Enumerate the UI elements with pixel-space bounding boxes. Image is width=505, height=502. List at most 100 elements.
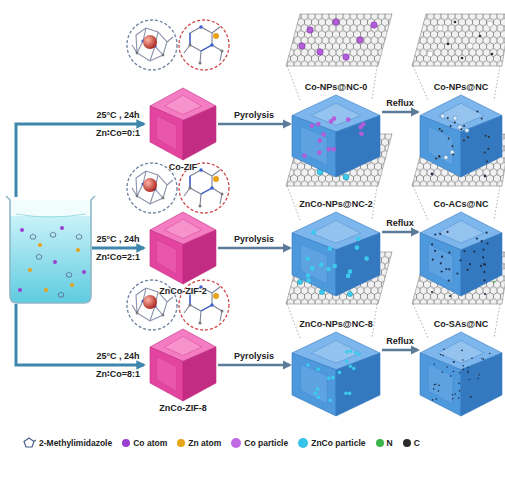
graphene-row [317,49,323,55]
graphene-row [447,43,450,46]
particle [359,132,364,137]
particle [486,232,488,234]
particle [463,369,465,371]
step-label: Reflux [386,218,414,229]
particle [460,259,462,261]
particle [345,360,349,364]
particle [478,378,480,380]
imidazole-icon [22,437,36,449]
graphene-row [487,21,493,27]
graphene-row [333,19,339,25]
beaker [10,200,91,216]
legend-text: ZnCo particle [311,438,365,448]
particle [463,139,465,141]
pore [458,125,462,129]
crystal-face [428,126,453,165]
particle [461,350,463,352]
particle [355,245,360,250]
graphene-row [461,57,464,60]
crystal-face [165,336,202,355]
particle [329,399,333,403]
legend-item: C [403,438,420,448]
particle [321,132,326,137]
particle [452,154,454,156]
crystal-face [336,116,380,178]
crystal-face [292,353,336,416]
pore [450,150,454,154]
particle [316,368,320,372]
particle [439,156,441,158]
precursor-dots [82,270,86,274]
particle [483,271,485,273]
particle [316,387,320,391]
crystal-face [165,219,202,238]
legend-swatch [122,439,130,447]
particle [448,138,450,140]
particle [327,377,331,381]
legend: 2-MethylimidazoleCo atomZn atomCo partic… [22,437,420,449]
particle [484,151,486,153]
particle [318,138,323,143]
step-label: Reflux [386,98,414,109]
particle [354,351,358,355]
particle [470,396,472,398]
crystal-node: ZnCo-NPs@NC-2 [292,212,380,296]
sample-label: ZnCo-ZIF-2 [159,286,207,297]
crystal-face [292,233,336,296]
step-label: Pyrolysis [234,234,274,245]
particle [467,269,469,271]
particle [346,274,351,279]
crystal-face [292,116,336,178]
crystal-node: Co-NPs@NC-0 [292,95,380,177]
particle [459,372,461,374]
crystal-node: ZnCo-ZIF-8 [150,329,216,401]
condition-label: 25°C , 24h [96,234,139,245]
crystal-node: Co-SAs@NC [420,332,502,416]
particle [486,242,488,244]
particle [326,267,331,272]
pore [441,114,445,118]
particle [446,366,448,368]
particle [433,388,435,390]
graphene-row [286,14,392,66]
condition-label: 25°C , 24h [96,110,139,121]
crystal-node: Co-ZIF [150,88,216,160]
process-arrow [218,364,290,367]
particle [485,135,487,137]
crystal-face [150,106,183,160]
pore [453,116,457,120]
crystal-face [336,353,380,416]
particle [349,350,353,354]
graphene-row [307,27,313,33]
particle [311,230,316,235]
legend-item: ZnCo particle [298,438,365,448]
crystal-face [420,116,461,178]
beaker [10,216,91,303]
legend-text: Zn atom [188,438,221,448]
graphene-row [297,279,302,284]
particle [434,384,436,386]
crystal-face [157,239,177,274]
rhombic-dodecahedron [420,212,502,296]
particle [439,233,441,235]
crystal-face [336,233,380,296]
legend-text: 2-Methylimidazole [39,438,112,448]
crystal-node: Co-ACs@NC [420,212,502,296]
particle [344,391,348,395]
particle [482,256,484,258]
particle [450,375,452,377]
particle [467,136,469,138]
particle [462,365,464,367]
particle [328,246,333,251]
particle [453,371,455,373]
particle [469,379,471,381]
particle [489,353,491,355]
particle [487,148,489,150]
particle [452,394,454,396]
process-arrow [218,123,290,126]
particle [460,128,462,130]
rhombic-dodecahedron [292,212,380,296]
particle [476,110,478,112]
pore [444,155,448,159]
particle [433,363,435,365]
